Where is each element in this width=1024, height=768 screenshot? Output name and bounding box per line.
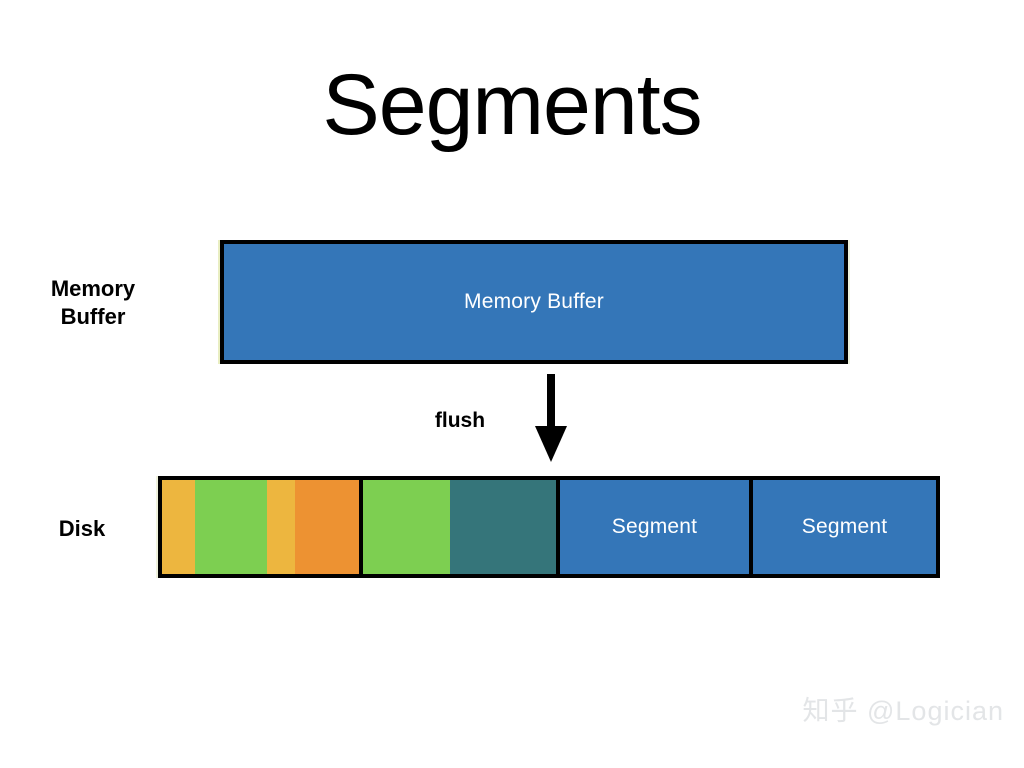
segment-band-3: [266, 480, 295, 574]
memory-buffer-row-label-line2: Buffer: [60, 304, 126, 330]
segment-band-1: [559, 480, 750, 574]
segment-band-2: [450, 480, 556, 574]
segment-fill-bands: [559, 480, 750, 574]
flush-label: flush: [434, 409, 486, 432]
disk-segment-3: Segment: [555, 480, 750, 574]
memory-buffer-row-label: Memory Buffer: [8, 275, 178, 331]
watermark: 知乎 @Logician: [802, 696, 1004, 726]
disk-segment-1: [162, 480, 359, 574]
segment-fill-bands: [753, 480, 936, 574]
segment-label: Segment: [611, 515, 698, 538]
memory-buffer-box: Memory Buffer: [220, 240, 848, 364]
segment-band-1: [162, 480, 195, 574]
segment-band-1: [753, 480, 936, 574]
disk-segments-row: Segment Segment: [158, 476, 940, 578]
disk-row-label: Disk: [58, 516, 106, 541]
memory-buffer-row-label-line1: Memory: [50, 276, 136, 301]
segment-fill-bands: [162, 480, 359, 574]
segment-band-1: [362, 480, 451, 574]
flush-arrow-down-icon: [535, 374, 567, 462]
disk-segment-2: [358, 480, 556, 574]
segment-band-2: [194, 480, 267, 574]
segment-fill-bands: [362, 480, 556, 574]
segment-band-4: [294, 480, 359, 574]
page-title: Segments: [322, 57, 702, 153]
memory-buffer-box-label: Memory Buffer: [464, 290, 604, 313]
segment-label: Segment: [801, 515, 888, 538]
disk-segment-4: Segment: [749, 480, 936, 574]
